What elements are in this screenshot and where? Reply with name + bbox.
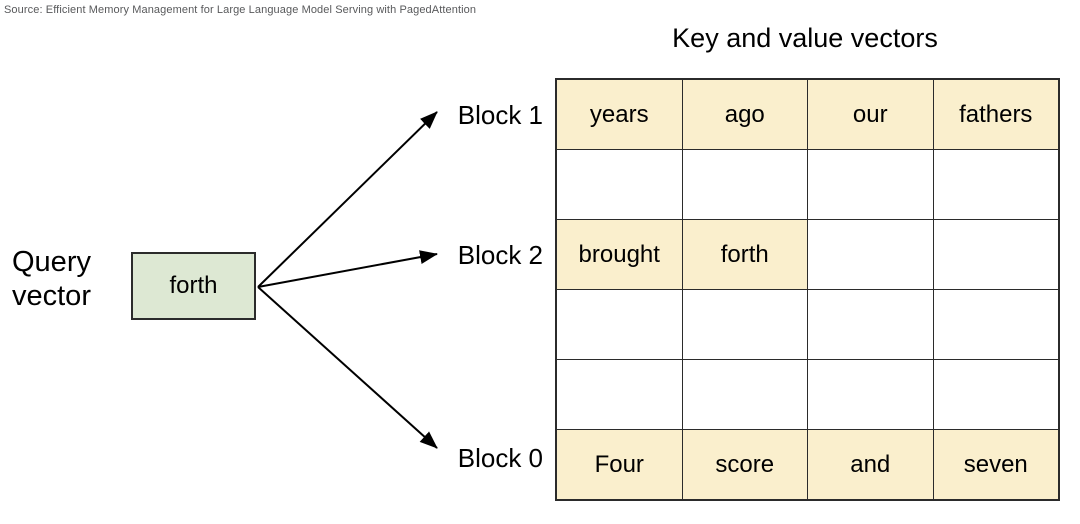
kv-cell-r1-c0: [555, 149, 683, 220]
kv-cell-r0-c3: fathers: [932, 78, 1060, 150]
kv-cell-r3-c1: [681, 289, 808, 360]
page-title: Key and value vectors: [672, 23, 938, 53]
kv-cell-r0-c1: ago: [681, 78, 808, 150]
table-row: [555, 289, 1060, 360]
query-vector-label: Query vector: [12, 245, 130, 313]
query-vector-label-line1: Query: [12, 246, 91, 278]
arrow-to-block-0: [257, 286, 438, 449]
kv-cell-r4-c1: [681, 359, 808, 430]
kv-cell-r2-c2: [807, 219, 934, 290]
kv-cell-r3-c3: [932, 289, 1060, 360]
query-token-text: forth: [169, 272, 218, 299]
kv-cell-r0-c2: our: [807, 78, 934, 150]
kv-cell-r5-c0: Four: [555, 429, 683, 501]
kv-cell-r1-c2: [807, 149, 934, 220]
kv-cell-r2-c3: [932, 219, 1060, 290]
query-vector-box: forth: [131, 252, 256, 320]
kv-cell-r1-c3: [932, 149, 1060, 220]
kv-cell-r4-c0: [555, 359, 683, 430]
kv-cell-r4-c2: [807, 359, 934, 430]
attention-arrows: [257, 111, 438, 449]
kv-cell-r0-c0: years: [555, 78, 683, 150]
block-label-1: Block 1: [457, 100, 543, 130]
kv-cell-r5-c2: and: [807, 429, 934, 501]
kv-cell-r5-c3: seven: [932, 429, 1060, 501]
kv-cell-r3-c2: [807, 289, 934, 360]
source-citation: Source: Efficient Memory Management for …: [4, 4, 477, 16]
arrow-to-block-2: [257, 250, 438, 288]
block-label-0: Block 0: [457, 443, 543, 473]
kv-cell-r1-c1: [681, 149, 808, 220]
kv-cell-r2-c1: forth: [681, 219, 808, 290]
kv-cell-r4-c3: [932, 359, 1060, 430]
block-label-2: Block 2: [457, 240, 543, 270]
kv-cell-r5-c1: score: [681, 429, 808, 501]
table-row: [555, 149, 1060, 220]
table-row: [555, 359, 1060, 430]
arrow-to-block-1: [257, 111, 438, 288]
kv-cell-r3-c0: [555, 289, 683, 360]
query-vector-label-line2: vector: [12, 280, 91, 312]
kv-cell-r2-c0: brought: [555, 219, 683, 290]
